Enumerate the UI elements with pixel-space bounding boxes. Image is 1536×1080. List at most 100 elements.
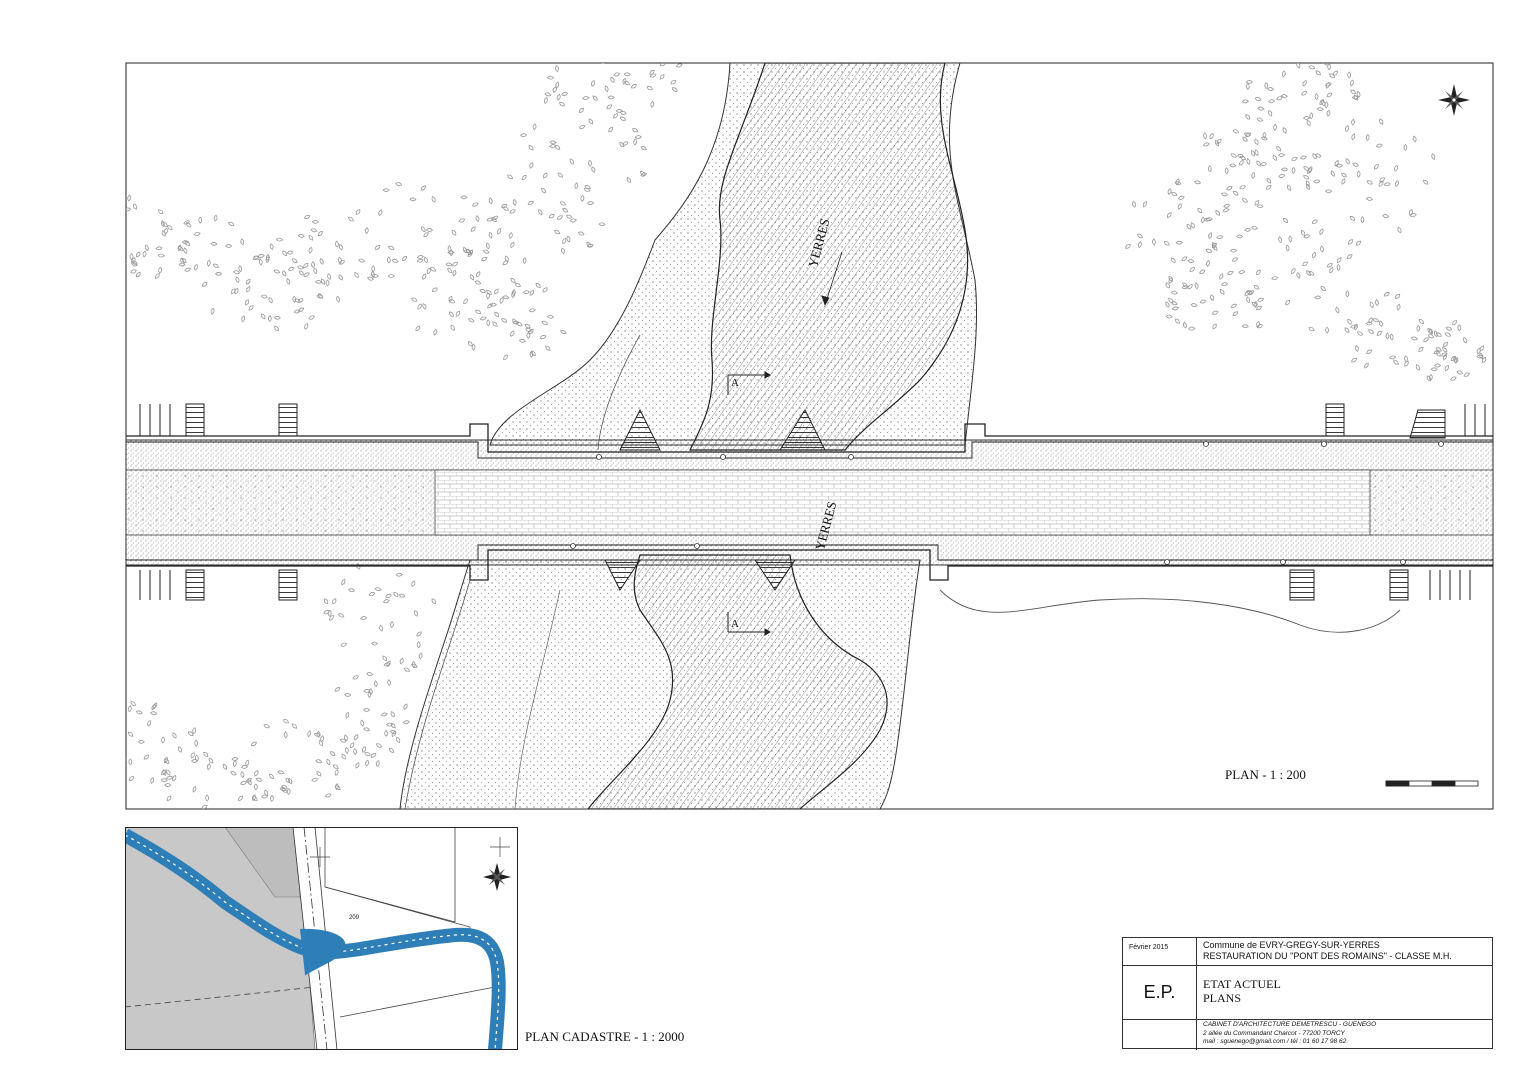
leaf-mark — [1137, 233, 1143, 239]
leaf-mark — [455, 310, 461, 317]
leaf-mark — [286, 787, 291, 796]
leaf-mark — [1394, 180, 1399, 187]
leaf-mark — [1389, 355, 1397, 360]
leaf-mark — [1238, 270, 1246, 274]
leaf-mark — [344, 693, 352, 697]
leaf-mark — [1254, 97, 1262, 101]
cadastre-compass-icon — [483, 863, 511, 891]
leaf-mark — [128, 775, 134, 782]
leaf-mark — [1372, 318, 1380, 323]
leaf-mark — [1345, 158, 1350, 165]
leaf-mark — [1242, 136, 1248, 142]
leaf-mark — [366, 672, 374, 677]
leaf-mark — [1423, 337, 1430, 342]
leaf-mark — [1394, 293, 1401, 299]
leaf-mark — [393, 591, 399, 598]
leaf-mark — [625, 42, 631, 49]
leaf-mark — [1272, 154, 1277, 161]
leaf-mark — [238, 795, 243, 802]
leaf-mark — [1347, 71, 1352, 79]
leaf-mark — [1212, 323, 1217, 330]
leaf-mark — [449, 311, 454, 318]
leaf-mark — [613, 113, 619, 119]
leaf-mark — [110, 233, 116, 236]
leaf-mark — [1286, 184, 1292, 191]
leaf-mark — [162, 222, 168, 227]
leaf-mark — [411, 580, 416, 588]
scale-bar — [1385, 780, 1479, 787]
leaf-mark — [1170, 257, 1176, 263]
leaf-mark — [500, 203, 508, 209]
leaf-mark — [358, 258, 366, 263]
leaf-mark — [578, 107, 584, 113]
leaf-mark — [574, 182, 579, 190]
leaf-mark — [578, 124, 586, 129]
leaf-mark — [383, 662, 391, 667]
leaf-mark — [1239, 159, 1244, 166]
leaf-mark — [1168, 297, 1174, 304]
leaf-mark — [507, 174, 514, 179]
leaf-mark — [1329, 267, 1334, 274]
leaf-mark — [1205, 248, 1213, 253]
leaf-mark — [335, 240, 339, 248]
leaf-mark — [1168, 277, 1173, 284]
leaf-mark — [288, 777, 293, 785]
leaf-mark — [1369, 301, 1374, 309]
leaf-mark — [129, 253, 134, 261]
leaf-mark — [1125, 244, 1131, 249]
leaf-mark — [1435, 347, 1442, 352]
leaf-mark — [311, 261, 315, 269]
leaf-mark — [1302, 261, 1308, 266]
leaf-mark — [142, 250, 147, 258]
leaf-mark — [411, 297, 418, 302]
leaf-mark — [310, 228, 318, 233]
leaf-mark — [1137, 241, 1142, 249]
leaf-mark — [308, 234, 314, 241]
leaf-mark — [416, 255, 424, 259]
leaf-mark — [181, 240, 189, 244]
leaf-mark — [388, 747, 394, 753]
leaf-mark — [1350, 89, 1357, 95]
leaf-mark — [1313, 179, 1321, 184]
leaf-mark — [131, 257, 136, 264]
leaf-mark — [166, 769, 171, 776]
leaf-mark — [1442, 353, 1447, 361]
leaf-mark — [529, 289, 535, 296]
leaf-mark — [355, 209, 361, 215]
leaf-mark — [147, 719, 152, 727]
leaf-mark — [1291, 166, 1296, 174]
leaf-mark — [1181, 285, 1189, 290]
leaf-mark — [669, 58, 675, 62]
leaf-mark — [1242, 198, 1248, 203]
leaf-mark — [119, 218, 122, 224]
leaf-mark — [1368, 317, 1373, 324]
leaf-mark — [1220, 192, 1229, 197]
leaf-mark — [508, 232, 513, 239]
leaf-mark — [475, 215, 480, 223]
leaf-mark — [468, 249, 474, 256]
cadastre-parcel-label: 209 — [349, 915, 360, 921]
leaf-mark — [263, 724, 270, 729]
leaf-mark — [1241, 324, 1249, 329]
leaf-mark — [426, 267, 431, 275]
leaf-mark — [1278, 174, 1286, 178]
leaf-mark — [1300, 229, 1306, 237]
leaf-mark — [1256, 269, 1261, 276]
leaf-mark — [546, 75, 555, 80]
leaf-mark — [614, 43, 621, 49]
leaf-mark — [100, 238, 107, 244]
leaf-mark — [1200, 216, 1205, 224]
leaf-mark — [1366, 180, 1373, 185]
leaf-mark — [283, 731, 288, 739]
leaf-mark — [286, 250, 294, 255]
leaf-mark — [1254, 138, 1259, 146]
leaf-mark — [1308, 166, 1313, 173]
leaf-mark — [492, 215, 498, 221]
leaf-mark — [338, 274, 343, 281]
leaf-mark — [471, 343, 476, 351]
leaf-mark — [282, 719, 290, 724]
leaf-mark — [566, 235, 571, 243]
leaf-mark — [1256, 117, 1264, 122]
leaf-mark — [279, 787, 287, 791]
